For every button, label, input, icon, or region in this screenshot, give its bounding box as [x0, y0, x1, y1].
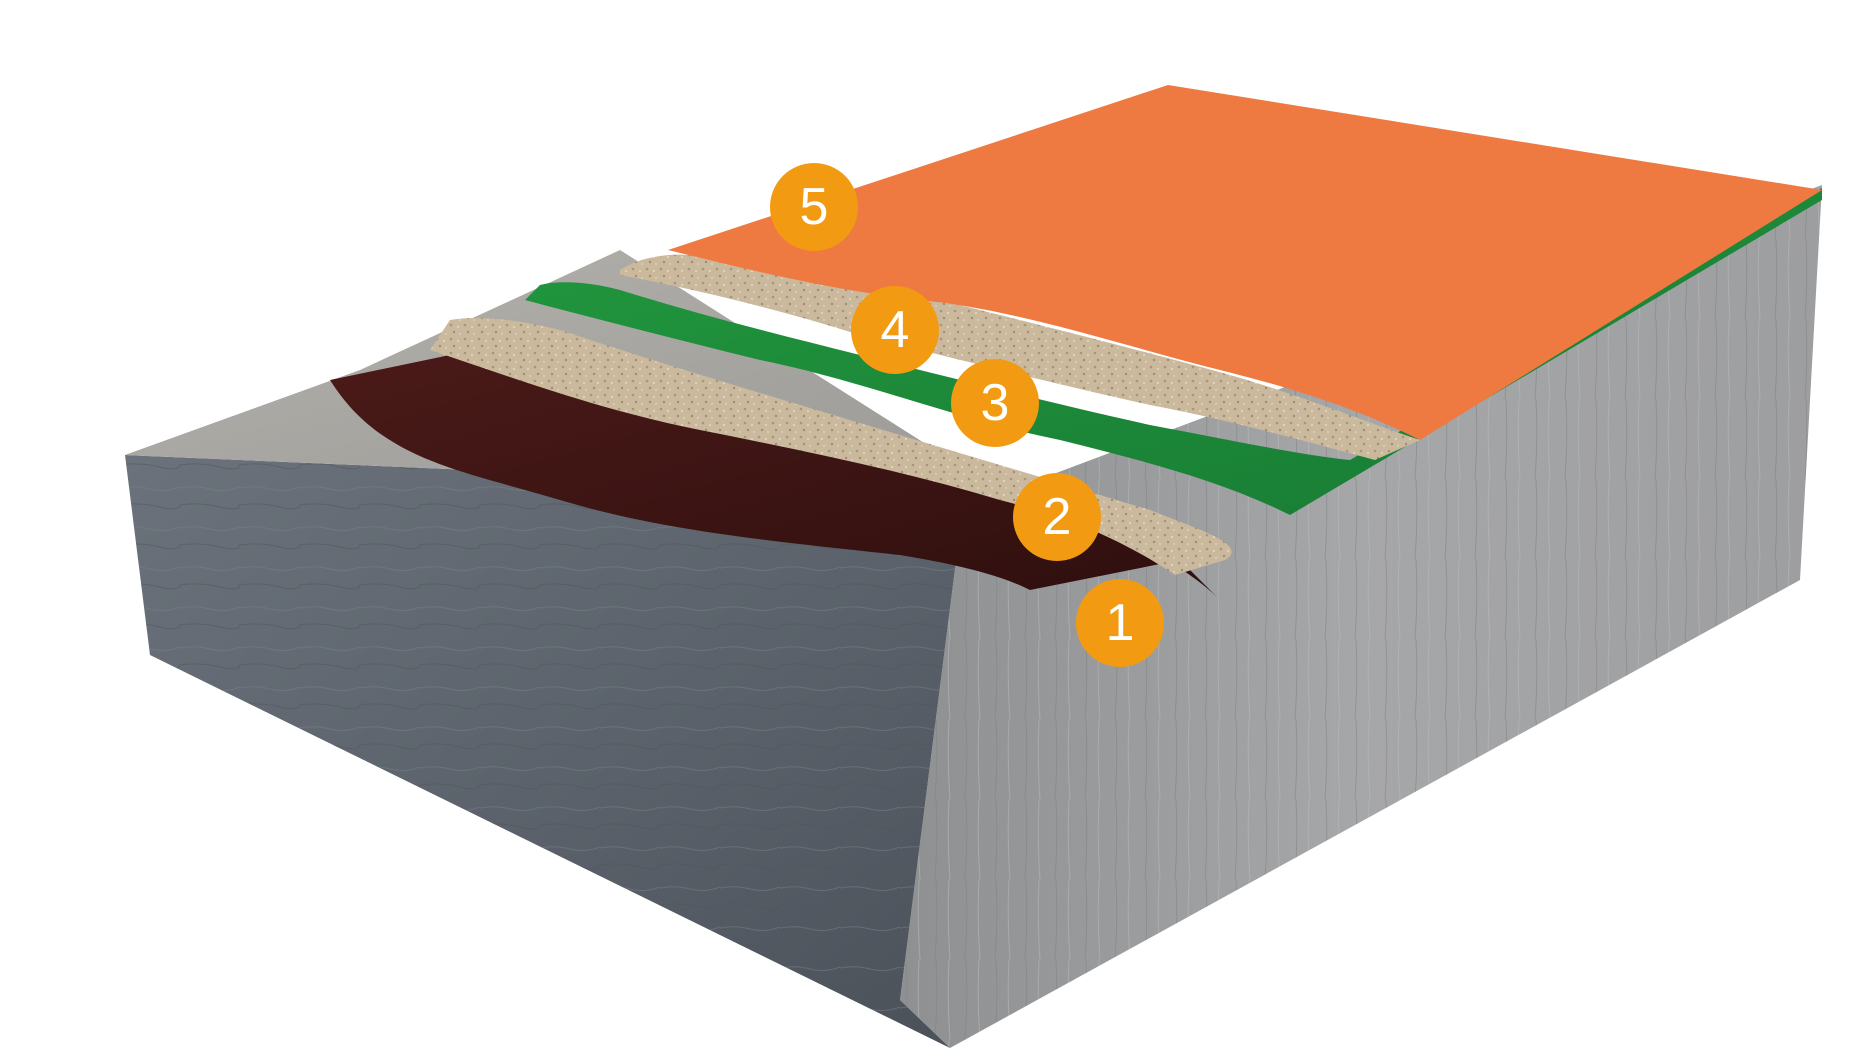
badge-3-label: 3	[981, 374, 1010, 432]
slab-front-face-grain	[125, 455, 1003, 1048]
badge-4-circle	[851, 286, 939, 374]
badge-2-circle	[1013, 473, 1101, 561]
layer-5-topcoat	[668, 85, 1822, 440]
layer-1-primer	[330, 355, 1220, 600]
badge-1: 1	[1076, 579, 1164, 667]
badge-4: 4	[851, 286, 939, 374]
badge-1-label: 1	[1106, 594, 1135, 652]
badge-3-circle	[951, 359, 1039, 447]
badge-3: 3	[951, 359, 1039, 447]
badge-5: 5	[770, 163, 858, 251]
badge-2: 2	[1013, 473, 1101, 561]
badge-5-circle	[770, 163, 858, 251]
slab-right-face-grain	[900, 185, 1822, 1048]
layer-2-aggregate	[430, 318, 1232, 575]
badge-1-circle	[1076, 579, 1164, 667]
layer-4-aggregate	[620, 254, 1420, 460]
badge-2-label: 2	[1043, 488, 1072, 546]
layer-3-membrane	[525, 188, 1822, 515]
badge-5-label: 5	[800, 178, 829, 236]
badge-4-label: 4	[881, 301, 910, 359]
